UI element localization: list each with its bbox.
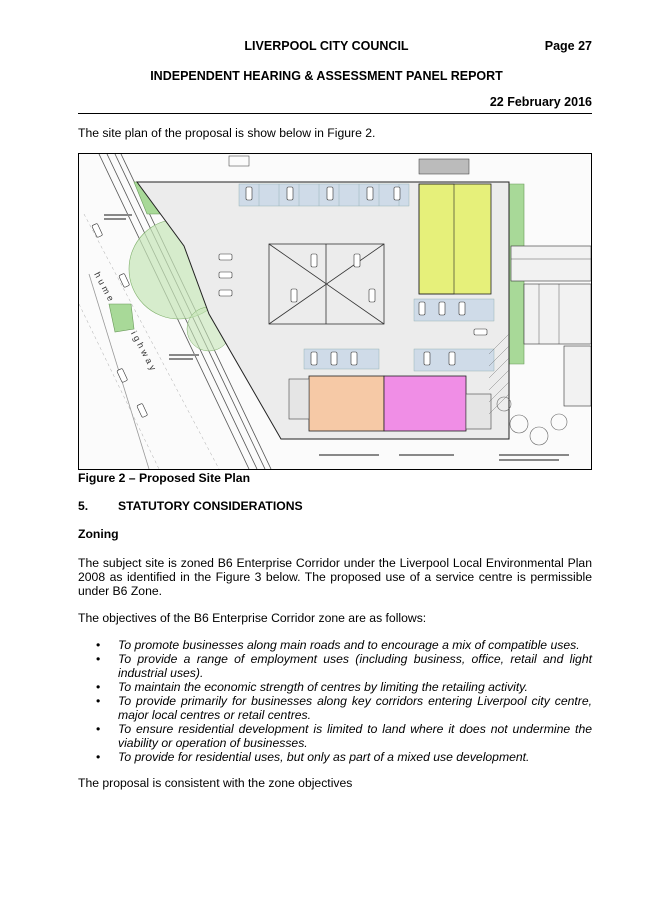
- closing-statement: The proposal is consistent with the zone…: [78, 776, 353, 790]
- list-item: • To provide for residential uses, but on…: [78, 750, 592, 764]
- figure-caption: Figure 2 – Proposed Site Plan: [78, 471, 251, 485]
- service-building: [383, 375, 467, 432]
- list-item: • To ensure residential development is li…: [78, 722, 592, 750]
- bullet-icon: •: [96, 680, 101, 694]
- objectives-intro: The objectives of the B6 Enterprise Corr…: [78, 611, 427, 625]
- section-title: STATUTORY CONSIDERATIONS: [118, 499, 303, 513]
- subheading-zoning: Zoning: [78, 527, 119, 541]
- header-rule: [78, 113, 592, 114]
- fuel-canopy: [268, 243, 385, 325]
- report-title: INDEPENDENT HEARING & ASSESSMENT PANEL R…: [150, 69, 503, 83]
- list-item: • To provide a range of employment uses (…: [78, 652, 592, 680]
- report-date: 22 February 2016: [489, 95, 592, 109]
- list-item-text: To ensure residential development is lim…: [118, 722, 592, 750]
- neighbouring-buildings: [510, 245, 591, 407]
- objectives-list: • To promote businesses along main roads …: [78, 638, 592, 764]
- list-item-text: To provide a range of employment uses (i…: [118, 652, 592, 680]
- bullet-icon: •: [96, 694, 101, 708]
- bullet-icon: •: [96, 722, 101, 736]
- bullet-icon: •: [96, 750, 101, 764]
- council-name: LIVERPOOL CITY COUNCIL: [244, 39, 409, 53]
- bullet-icon: •: [96, 652, 101, 666]
- zoning-paragraph: The subject site is zoned B6 Enterprise …: [78, 556, 592, 598]
- list-item-text: To provide for residential uses, but onl…: [118, 750, 530, 764]
- bullet-icon: •: [96, 638, 101, 652]
- list-item: • To promote businesses along main roads …: [78, 638, 592, 652]
- list-item-text: To provide primarily for businesses alon…: [118, 694, 592, 722]
- site-plan-figure: hume highway: [78, 153, 592, 470]
- list-item-text: To promote businesses along main roads a…: [118, 638, 580, 652]
- site-plan-drawing: hume highway: [79, 154, 591, 469]
- list-item: • To provide primarily for businesses alo…: [78, 694, 592, 722]
- lawn-area: [418, 183, 492, 295]
- section-number: 5.: [78, 499, 89, 513]
- page-number: Page 27: [544, 39, 592, 53]
- car-markers: [91, 186, 488, 418]
- retail-building: [308, 375, 385, 432]
- list-item: • To maintain the economic strength of ce…: [78, 680, 592, 694]
- site-pavement: [136, 181, 510, 440]
- intro-text: The site plan of the proposal is show be…: [78, 126, 376, 140]
- list-item-text: To maintain the economic strength of cen…: [118, 680, 528, 694]
